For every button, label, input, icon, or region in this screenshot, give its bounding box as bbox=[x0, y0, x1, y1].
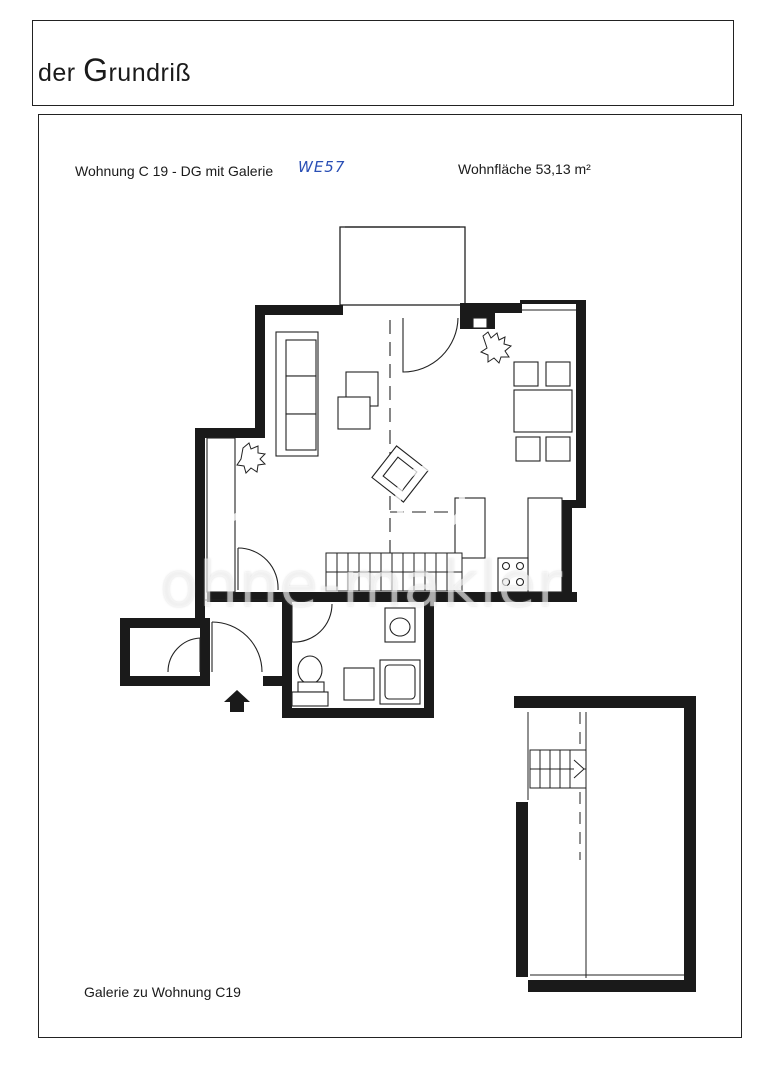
kitchen bbox=[454, 497, 563, 593]
bathroom-fixtures bbox=[291, 607, 421, 707]
entrance-arrow-icon bbox=[224, 690, 250, 712]
balcony bbox=[339, 226, 466, 306]
handwritten-note: WE57 bbox=[298, 158, 346, 176]
exterior-walls bbox=[120, 300, 586, 718]
gallery-staircase bbox=[529, 749, 587, 789]
header-frame bbox=[32, 20, 734, 106]
staircase bbox=[325, 552, 463, 592]
armchair bbox=[371, 445, 429, 503]
sofa bbox=[275, 331, 319, 457]
gallery-walls bbox=[514, 696, 696, 992]
watermark-text: ohne-makler bbox=[160, 548, 564, 621]
apartment-label: Wohnung C 19 - DG mit Galerie bbox=[75, 163, 274, 179]
plan-frame bbox=[38, 114, 742, 1038]
dining-set bbox=[513, 361, 573, 462]
page-title: der Grundriß bbox=[38, 52, 192, 88]
plants bbox=[236, 331, 513, 474]
coffee-table bbox=[337, 371, 379, 430]
gallery-label: Galerie zu Wohnung C19 bbox=[84, 984, 241, 1000]
area-label: Wohnfläche 53,13 m² bbox=[458, 161, 591, 177]
watermark-logo-icon bbox=[213, 464, 465, 547]
